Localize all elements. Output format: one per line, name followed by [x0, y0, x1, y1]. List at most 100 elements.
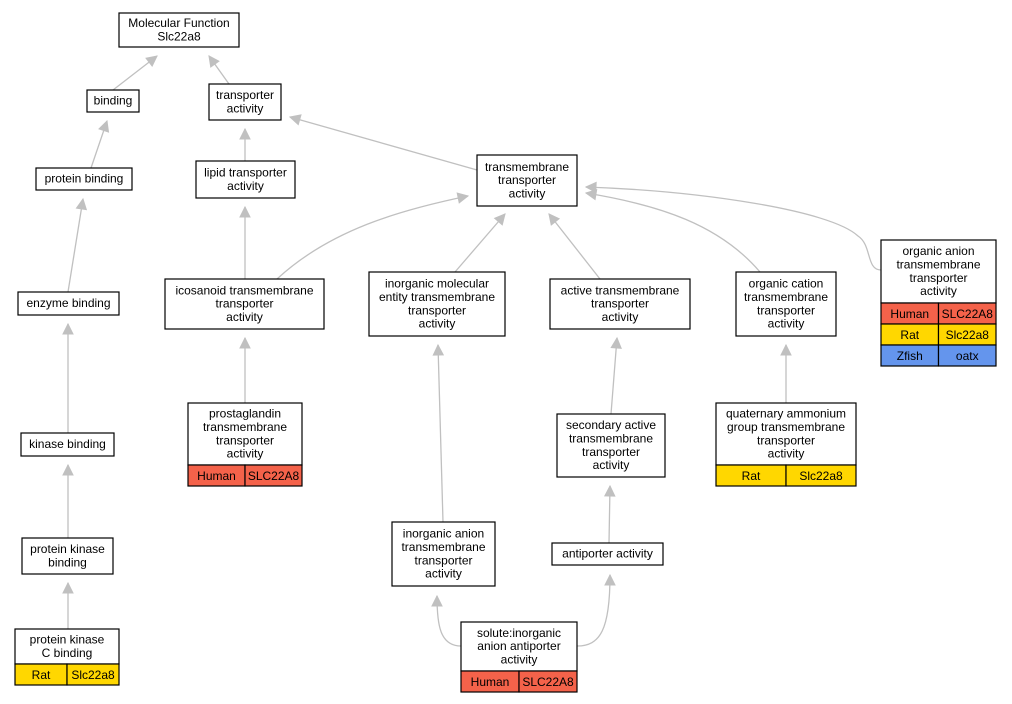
arrowhead-icon	[456, 192, 470, 204]
node-label-line: antiporter activity	[562, 547, 653, 561]
node-box	[735, 271, 837, 337]
node-label-line: quaternary ammonium	[726, 407, 846, 421]
go-term-node-antiporter[interactable]: antiporter activity	[551, 542, 664, 566]
edge-solute-to-inorg_anion	[431, 594, 462, 647]
node-box	[164, 278, 325, 330]
species-label: Human	[471, 675, 510, 689]
node-label-line: Slc22a8	[157, 29, 201, 43]
gene-symbol: Slc22a8	[946, 328, 990, 342]
go-term-node-protein_binding[interactable]: protein binding	[35, 167, 133, 191]
node-label-line: group transmembrane	[727, 420, 845, 434]
arrowhead-icon	[62, 463, 74, 476]
node-label-line: lipid transporter	[204, 166, 287, 180]
node-label-line: activity	[768, 317, 805, 331]
node-label-line: activity	[920, 284, 957, 298]
arrowhead-icon	[584, 181, 597, 194]
node-box	[880, 239, 997, 304]
node-box	[476, 154, 578, 207]
node-label-line: inorganic molecular	[385, 277, 489, 291]
edge-prostaglandin-to-icosanoid	[239, 336, 251, 403]
edge-line	[610, 337, 618, 415]
edge-binding-to-mf	[112, 55, 158, 91]
node-box	[556, 413, 666, 478]
edge-transporter-to-mf	[208, 55, 230, 85]
node-box	[14, 628, 120, 665]
node-label-line: active transmembrane	[561, 283, 680, 297]
node-label-line: protein kinase	[30, 542, 105, 556]
node-label-line: transmembrane	[485, 160, 569, 174]
edge-quaternary-to-org_cation	[780, 343, 792, 403]
species-label: Human	[197, 469, 236, 483]
arrowhead-icon	[288, 114, 302, 126]
node-label-line: protein kinase	[30, 633, 105, 647]
gene-row-rat[interactable]: Rat Slc22a8	[14, 663, 120, 686]
node-box	[17, 291, 120, 316]
edge-line	[454, 213, 506, 273]
go-term-node-secondary[interactable]: secondary activetransmembranetransporter…	[556, 413, 666, 478]
node-box	[391, 521, 496, 587]
node-box	[86, 89, 140, 113]
edge-antiporter-to-secondary	[604, 484, 616, 544]
node-label-line: transporter	[757, 303, 815, 317]
edge-inorganic_mol-to-tmt	[454, 213, 506, 273]
node-label-line: binding	[94, 94, 133, 108]
node-label-line: activity	[602, 310, 639, 324]
arrowhead-icon	[208, 55, 220, 68]
species-label: Rat	[32, 668, 51, 682]
edge-line	[437, 344, 444, 523]
node-label-line: transporter	[909, 271, 967, 285]
node-box	[35, 167, 133, 191]
edge-lipid-to-transporter	[239, 127, 251, 161]
gene-symbol: Slc22a8	[71, 668, 115, 682]
node-label-line: transmembrane	[744, 290, 828, 304]
node-label-line: transporter	[498, 173, 556, 187]
edge-line	[67, 198, 84, 293]
arrowhead-icon	[493, 213, 506, 226]
node-label-line: transporter	[216, 88, 274, 102]
go-term-node-kinase[interactable]: kinase binding	[20, 432, 115, 457]
gene-cell	[785, 464, 857, 487]
edge-pkb-to-kinase	[62, 463, 74, 538]
arrowhead-icon	[610, 336, 622, 349]
go-term-node-enzyme[interactable]: enzyme binding	[17, 291, 120, 316]
node-box	[368, 271, 506, 337]
go-term-node-org_anion[interactable]: organic aniontransmembranetransporteract…	[880, 239, 997, 367]
edge-solute-to-antiporter	[576, 573, 616, 647]
node-box	[549, 278, 691, 330]
arrowhead-icon	[548, 213, 561, 226]
node-box	[551, 542, 664, 566]
go-term-node-prostaglandin[interactable]: prostaglandintransmembranetransporteract…	[187, 402, 303, 487]
node-label-line: activity	[425, 567, 462, 581]
go-term-node-org_cation[interactable]: organic cationtransmembranetransporterac…	[735, 271, 837, 337]
gene-cell	[244, 464, 303, 487]
node-label-line: transporter	[414, 553, 472, 567]
gene-symbol: SLC22A8	[942, 307, 994, 321]
go-term-node-binding[interactable]: binding	[86, 89, 140, 113]
arrowhead-icon	[432, 343, 445, 356]
node-box	[208, 83, 282, 121]
node-label-line: transmembrane	[569, 432, 653, 446]
go-term-node-icosanoid[interactable]: icosanoid transmembranetransporteractivi…	[164, 278, 325, 330]
edge-pkc-to-pkb	[62, 581, 74, 629]
node-label-line: transmembrane	[896, 258, 980, 272]
go-term-node-inorg_anion[interactable]: inorganic aniontransmembranetransportera…	[391, 521, 496, 587]
arrowhead-icon	[98, 119, 110, 133]
arrowhead-icon	[62, 581, 74, 594]
arrowhead-icon	[145, 55, 158, 68]
